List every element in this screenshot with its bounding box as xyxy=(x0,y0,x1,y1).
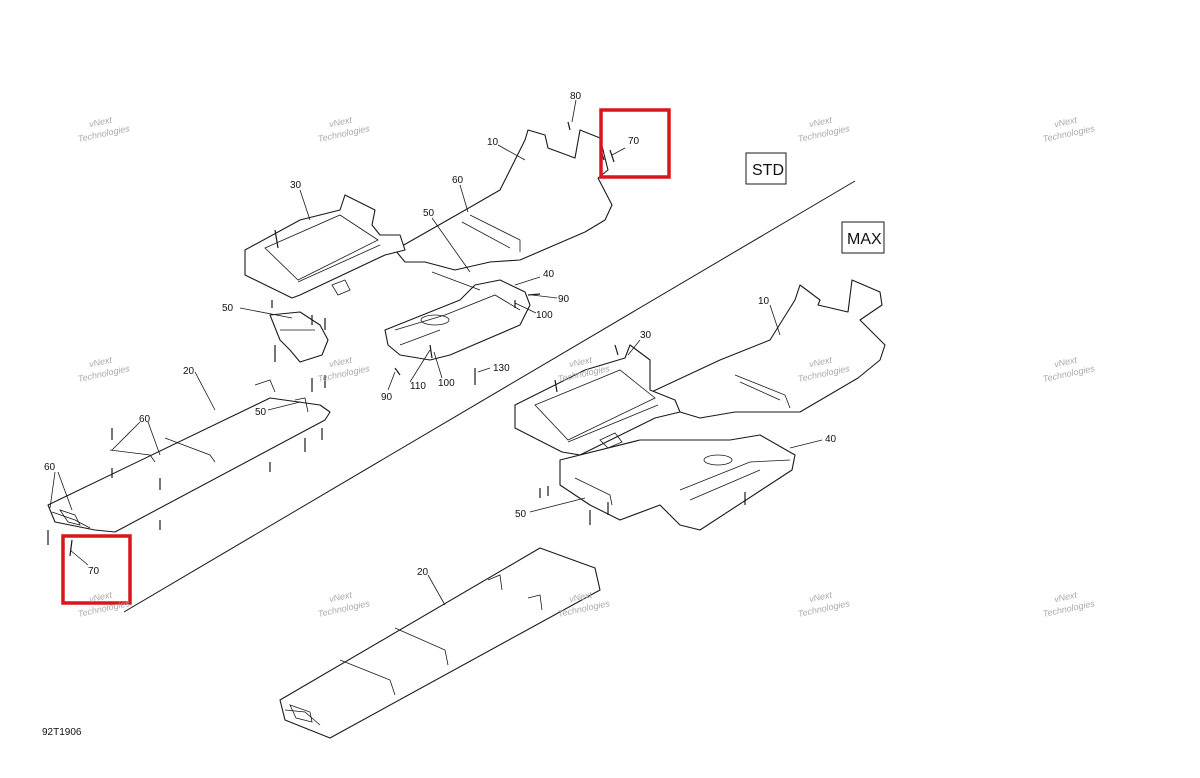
part-40-max xyxy=(559,434,796,531)
std-variant-box: STD xyxy=(745,152,787,185)
callout-labels: 80 70 10 30 60 50 40 90 100 50 110 100 9… xyxy=(44,91,837,578)
max-label: MAX xyxy=(847,231,882,248)
callout-110: 110 xyxy=(410,381,426,392)
callout-50-b: 50 xyxy=(222,303,234,314)
callout-30-max: 30 xyxy=(640,330,652,341)
watermark-line1: vNext xyxy=(328,355,353,370)
callout-50-max: 50 xyxy=(515,509,527,520)
part-20-max xyxy=(279,547,601,739)
part-10-std xyxy=(394,129,613,271)
watermark-line1: vNext xyxy=(88,355,113,370)
callout-20-std: 20 xyxy=(183,366,195,377)
part-40-std xyxy=(384,271,531,361)
std-fasteners xyxy=(47,121,615,557)
watermark-line1: vNext xyxy=(808,115,833,130)
callout-90-b: 90 xyxy=(381,392,393,403)
watermark-line1: vNext xyxy=(1053,355,1078,370)
part-30-max xyxy=(514,344,681,456)
callout-90-a: 90 xyxy=(558,294,570,305)
watermark-line1: vNext xyxy=(88,590,113,605)
callout-40-std: 40 xyxy=(543,269,555,280)
callout-60-b: 60 xyxy=(139,414,151,425)
watermark-line1: vNext xyxy=(568,355,593,370)
callout-60-c: 60 xyxy=(44,462,56,473)
part-10-max xyxy=(644,279,886,419)
highlight-box-top xyxy=(599,108,671,179)
callout-30-std: 30 xyxy=(290,180,302,191)
max-fasteners xyxy=(539,344,746,525)
watermark-line1: vNext xyxy=(88,115,113,130)
diagram-reference-code: 92T1906 xyxy=(42,727,82,738)
callout-100-b: 100 xyxy=(438,378,455,389)
watermark-line1: vNext xyxy=(808,590,833,605)
variant-separator-line xyxy=(123,180,856,613)
callout-60-std: 60 xyxy=(452,175,464,186)
watermark-line1: vNext xyxy=(568,590,593,605)
watermark-line1: vNext xyxy=(1053,590,1078,605)
part-20-std xyxy=(47,379,331,533)
max-variant-box: MAX xyxy=(841,221,885,254)
callout-50-c: 50 xyxy=(255,407,267,418)
std-leaders xyxy=(49,99,626,566)
callout-50-a: 50 xyxy=(423,208,435,219)
callout-20-max: 20 xyxy=(417,567,429,578)
watermark-line1: vNext xyxy=(808,355,833,370)
part-50-bracket-std xyxy=(269,311,329,363)
max-leaders xyxy=(427,304,823,606)
watermark-line1: vNext xyxy=(328,590,353,605)
highlight-box-bottom xyxy=(61,534,132,605)
callout-40-max: 40 xyxy=(825,434,837,445)
callout-80: 80 xyxy=(570,91,582,102)
callout-10-std: 10 xyxy=(487,137,499,148)
callout-10-max: 10 xyxy=(758,296,770,307)
callout-70-bottom: 70 xyxy=(88,566,100,577)
callout-70-top: 70 xyxy=(628,136,640,147)
part-30-std xyxy=(244,194,406,299)
std-label: STD xyxy=(752,162,784,179)
callout-100-a: 100 xyxy=(536,310,553,321)
callout-130: 130 xyxy=(493,363,510,374)
watermark-line1: vNext xyxy=(328,115,353,130)
watermark-line1: vNext xyxy=(1053,115,1078,130)
